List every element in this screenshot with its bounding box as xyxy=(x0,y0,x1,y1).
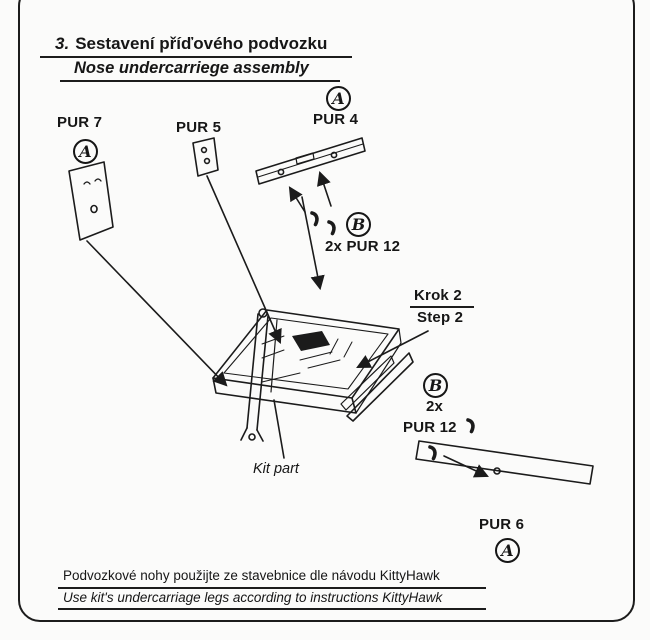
pur6-placement-arrow xyxy=(443,455,489,478)
footer-en-underline xyxy=(58,608,486,610)
marker-a-pur4: A xyxy=(326,86,351,111)
pur4-label: PUR 4 xyxy=(313,111,359,128)
footer-en: Use kit's undercarriage legs according t… xyxy=(63,590,443,605)
step-number: 3. xyxy=(55,34,70,53)
pur5-leader-arrow xyxy=(206,175,282,344)
kit-part-label: Kit part xyxy=(253,461,299,477)
step-title-cs: Sestavení příďového podvozku xyxy=(75,34,328,53)
kit-part-leader xyxy=(273,399,285,459)
page-border xyxy=(18,0,635,622)
step-title-en: Nose undercarriege assembly xyxy=(74,59,309,77)
pur6-part xyxy=(415,440,594,485)
pur12-top-label: 2x PUR 12 xyxy=(325,238,401,255)
krok-step-divider xyxy=(410,306,474,308)
pur7-leader-arrow xyxy=(86,240,228,387)
step2-label: Step 2 xyxy=(417,309,464,326)
pur12-part-icons-right xyxy=(428,418,475,461)
marker-b-right: B xyxy=(423,373,448,398)
pur12-right-label: PUR 12 xyxy=(403,419,457,436)
pur5-label: PUR 5 xyxy=(176,119,222,136)
footer-cs-underline xyxy=(58,587,486,589)
pur6-label: PUR 6 xyxy=(479,516,525,533)
step-title: 3. Sestavení příďového podvozku xyxy=(55,34,327,54)
marker-a-pur6: A xyxy=(495,538,520,563)
brace-parts xyxy=(340,352,414,422)
gear-leg xyxy=(240,308,285,442)
pur4-placement-arrow xyxy=(301,196,325,291)
pur4-part xyxy=(255,137,366,185)
step2-arrow xyxy=(356,330,429,368)
marker-a-pur7: A xyxy=(73,139,98,164)
pur12-arrow-1 xyxy=(288,186,306,213)
qty-label: 2x xyxy=(426,398,444,415)
subtitle-underline xyxy=(60,80,340,82)
title-underline xyxy=(40,56,352,58)
pur12-part-icons-top xyxy=(310,211,336,236)
footer-cs: Podvozkové nohy použijte ze stavebnice d… xyxy=(63,568,440,583)
nose-bay-kit-part xyxy=(212,309,402,414)
marker-b-top: B xyxy=(346,212,371,237)
pur7-part xyxy=(68,161,114,241)
pur12-arrow-2 xyxy=(317,170,332,207)
krok2-label: Krok 2 xyxy=(414,287,462,304)
pur5-part xyxy=(192,137,219,177)
pur7-label: PUR 7 xyxy=(57,114,103,131)
